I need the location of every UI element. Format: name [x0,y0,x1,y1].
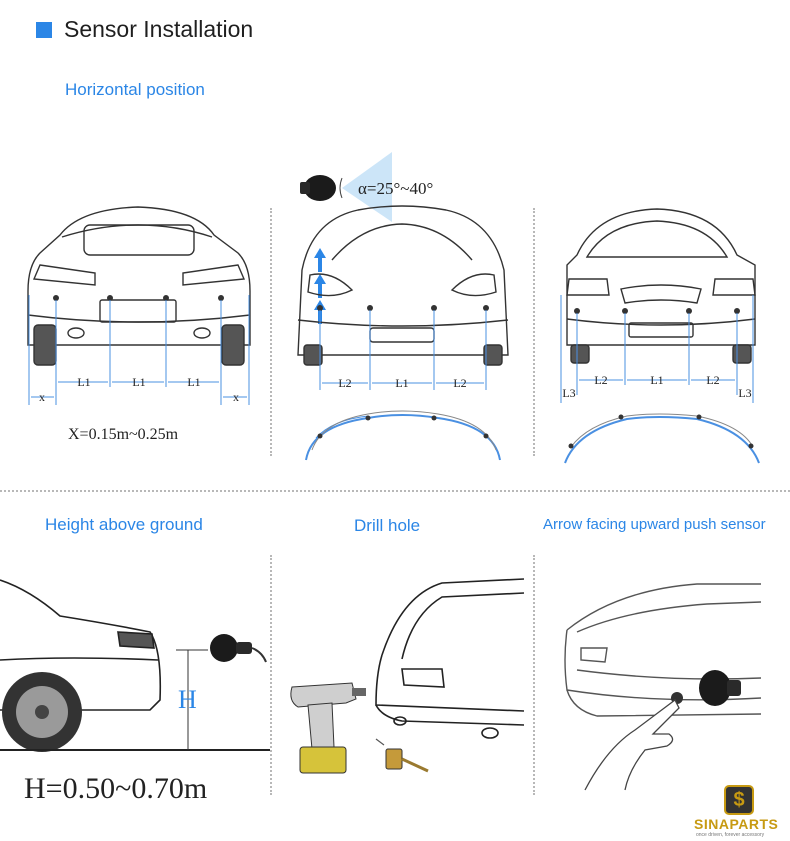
x-range-text: X=0.15m~0.25m [68,426,179,443]
front-car-sensor-points [317,305,489,311]
dim-label: L3 [562,386,575,400]
section-marker-square [36,22,52,38]
sedan-front-diagram [560,208,760,464]
dim-label: L1 [395,376,408,390]
dim-label: L1 [650,373,663,387]
dim-label: x [233,390,239,404]
sedan-dimension-labels: L3 L2 L1 L2 L3 [562,373,751,400]
drill-hole-diagram [290,578,525,774]
hole-saw-icon [375,738,429,773]
separator-top-2 [533,208,535,456]
logo-mark-icon: $ [724,785,754,815]
dim-label: L1 [187,375,200,389]
dim-label: L2 [338,376,351,390]
height-letter: H [178,685,197,714]
rear-car-sensor-points [53,295,224,301]
dim-label: L1 [77,375,90,389]
dim-label: L2 [453,376,466,390]
sensor-icon [304,175,336,201]
horizontal-position-label: Horizontal position [65,80,205,99]
h-range-text: H=0.50~0.70m [24,772,208,805]
sensor-icon [210,634,238,662]
logo-tagline: once driven, forever accessory [696,832,765,838]
detection-cone [342,152,392,222]
push-sensor-label: Arrow facing upward push sensor [543,516,766,533]
dim-label: L3 [738,386,751,400]
dim-label: L2 [594,373,607,387]
dim-label: L1 [132,375,145,389]
drill-hole-label: Drill hole [354,516,421,535]
separator-top-1 [270,208,272,456]
dim-label: x [39,390,45,404]
rear-car-dimension-labels: L1 L1 L1 x x [39,375,239,404]
sedan-sensor-points [574,308,740,314]
separator-bottom-1 [270,555,272,795]
hand-icon [584,699,680,791]
angle-text: α=25°~40° [358,179,433,198]
front-car-diagram [297,152,509,461]
height-above-ground-label: Height above ground [45,515,203,534]
page-title: Sensor Installation [64,16,254,42]
sensor-icon [699,670,731,706]
drill-icon [290,682,366,774]
rear-car-diagram [27,206,251,405]
height-diagram [0,579,270,752]
push-sensor-diagram [564,583,762,791]
logo-name: SINAPARTS [694,816,779,832]
h-letter: H [178,685,197,714]
dim-label: L2 [706,373,719,387]
separator-bottom-2 [533,555,535,795]
section-separator [0,490,790,492]
front-car-text: α=25°~40° L2 L1 L2 [338,179,466,390]
